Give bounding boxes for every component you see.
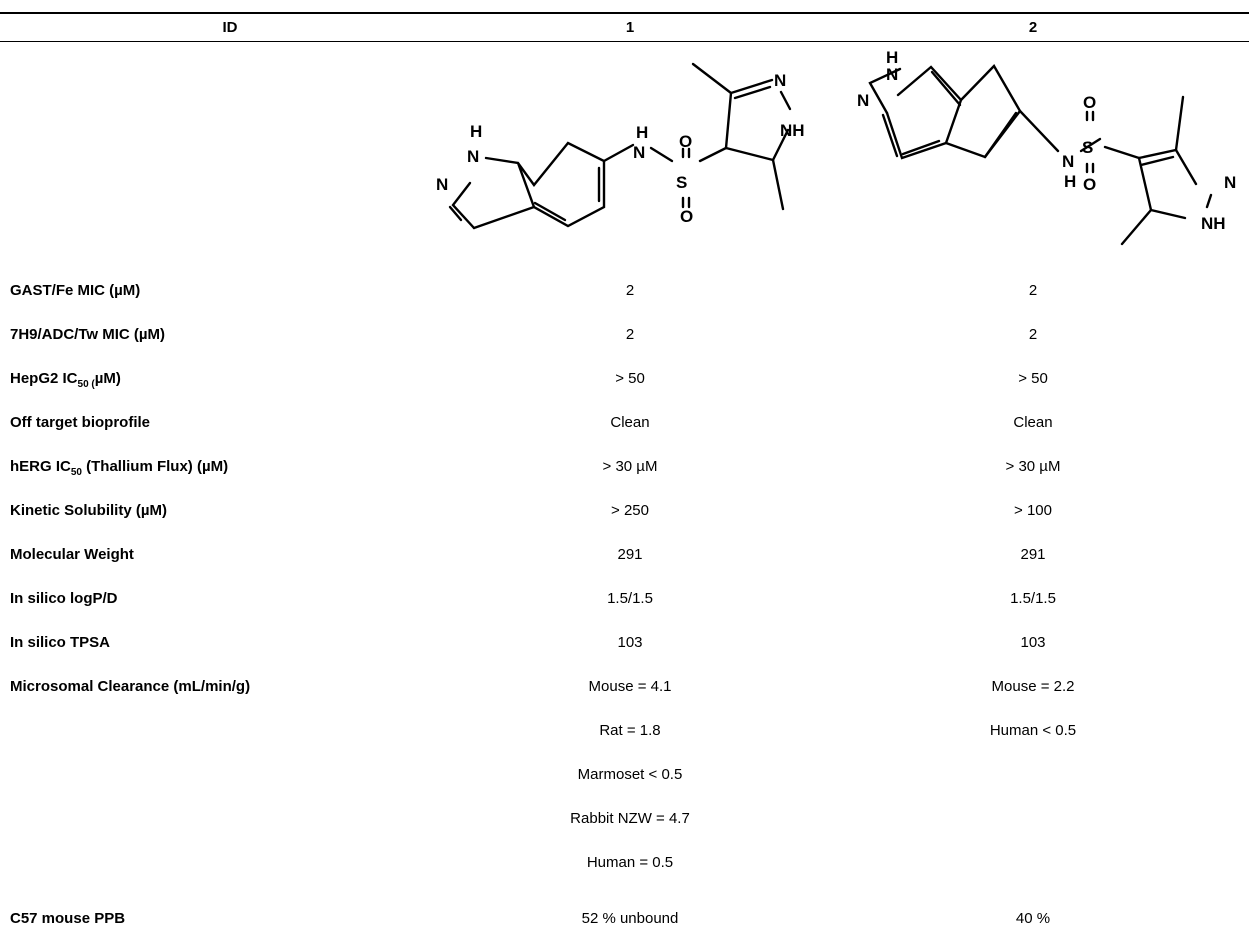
value-compound-2: Mouse = 2.2 <box>991 678 1075 695</box>
row-label: In silico logP/D <box>10 590 118 607</box>
table-row: Molecular Weight 291 291 <box>0 546 1249 568</box>
atom-o: O <box>1083 93 1096 112</box>
atom-n: N <box>1062 152 1074 171</box>
value-compound-1: > 50 <box>615 370 645 387</box>
atom-n: N <box>886 65 898 84</box>
atom-n: N <box>1224 173 1236 192</box>
table-row: C57 mouse PPB 52 % unbound 40 % <box>0 910 1249 932</box>
row-label: HepG2 IC50 (µM) <box>10 370 121 390</box>
table-row: Microsomal Clearance (mL/min/g) Mouse = … <box>0 678 1249 700</box>
clearance-continuation-row: Rabbit NZW = 4.7 <box>0 810 1249 832</box>
row-label: hERG IC50 (Thallium Flux) (µM) <box>10 458 229 478</box>
atom-h: H <box>470 122 482 141</box>
table-row: Off target bioprofile Clean Clean <box>0 414 1249 436</box>
structure-compound-2 <box>868 64 1213 246</box>
table-row: hERG IC50 (Thallium Flux) (µM) > 30 µM >… <box>0 458 1249 480</box>
value-compound-1: Human = 0.5 <box>586 854 674 871</box>
structure-compound-1 <box>448 62 792 230</box>
row-label: Kinetic Solubility (µM) <box>10 502 167 519</box>
atom-h: H <box>1064 172 1076 191</box>
value-compound-2: 1.5/1.5 <box>1010 590 1056 607</box>
value-compound-2: Clean <box>1013 414 1053 431</box>
value-compound-2: 103 <box>1020 634 1046 651</box>
row-label: In silico TPSA <box>10 634 111 651</box>
row-label: Molecular Weight <box>10 546 134 563</box>
value-compound-2: > 50 <box>1018 370 1048 387</box>
atom-n: N <box>857 91 869 110</box>
value-compound-2: 291 <box>1020 546 1046 563</box>
atom-n: N <box>436 175 448 194</box>
value-compound-2: > 100 <box>1014 502 1052 519</box>
clearance-continuation-row: Human = 0.5 <box>0 854 1249 876</box>
atom-s: S <box>1082 138 1093 157</box>
chemical-structures: H N N H N O S O N NH H N N N H O S O N N… <box>436 48 1236 246</box>
value-compound-1: Clean <box>610 414 650 431</box>
atom-nh: NH <box>780 121 805 140</box>
atom-o: O <box>679 132 692 151</box>
table-row: HepG2 IC50 (µM) > 50 > 50 <box>0 370 1249 392</box>
value-compound-2: 2 <box>1028 326 1038 343</box>
value-compound-1: > 30 µM <box>602 458 658 475</box>
header-rule <box>0 41 1249 42</box>
atom-o: O <box>680 207 693 226</box>
header-compound-1: 1 <box>625 19 635 36</box>
row-label: Off target bioprofile <box>10 414 150 431</box>
value-compound-1: 103 <box>617 634 643 651</box>
clearance-continuation-row: Rat = 1.8 Human < 0.5 <box>0 722 1249 744</box>
atom-n: N <box>633 143 645 162</box>
value-compound-2: 2 <box>1028 282 1038 299</box>
clearance-continuation-row: Marmoset < 0.5 <box>0 766 1249 788</box>
table-row: GAST/Fe MIC (µM) 2 2 <box>0 282 1249 304</box>
atom-o: O <box>1083 175 1096 194</box>
value-compound-1: 291 <box>617 546 643 563</box>
atom-n: N <box>774 71 786 90</box>
value-compound-1: Marmoset < 0.5 <box>577 766 683 783</box>
row-label: Microsomal Clearance (mL/min/g) <box>10 678 251 695</box>
value-compound-1: 2 <box>625 282 635 299</box>
table-top-rule <box>0 12 1249 14</box>
row-label: C57 mouse PPB <box>10 910 126 927</box>
value-compound-1: 52 % unbound <box>581 910 679 927</box>
value-compound-1: 1.5/1.5 <box>607 590 653 607</box>
atom-h: H <box>636 123 648 142</box>
table-row: In silico logP/D 1.5/1.5 1.5/1.5 <box>0 590 1249 612</box>
value-compound-1: Rabbit NZW = 4.7 <box>570 810 690 827</box>
value-compound-1: Mouse = 4.1 <box>588 678 672 695</box>
row-label: GAST/Fe MIC (µM) <box>10 282 141 299</box>
value-compound-2: 40 % <box>1015 910 1051 927</box>
header-compound-2: 2 <box>1028 19 1038 36</box>
atom-s: S <box>676 173 687 192</box>
atom-nh: NH <box>1201 214 1226 233</box>
atom-h: H <box>886 48 898 67</box>
table-row: In silico TPSA 103 103 <box>0 634 1249 656</box>
header-id: ID <box>222 19 238 36</box>
table-row: 7H9/ADC/Tw MIC (µM) 2 2 <box>0 326 1249 348</box>
value-compound-1: > 250 <box>611 502 649 519</box>
row-label: 7H9/ADC/Tw MIC (µM) <box>10 326 166 343</box>
atom-n: N <box>467 147 479 166</box>
value-compound-2: Human < 0.5 <box>989 722 1077 739</box>
value-compound-1: Rat = 1.8 <box>599 722 661 739</box>
value-compound-2: > 30 µM <box>1005 458 1061 475</box>
value-compound-1: 2 <box>625 326 635 343</box>
table-row: Kinetic Solubility (µM) > 250 > 100 <box>0 502 1249 524</box>
